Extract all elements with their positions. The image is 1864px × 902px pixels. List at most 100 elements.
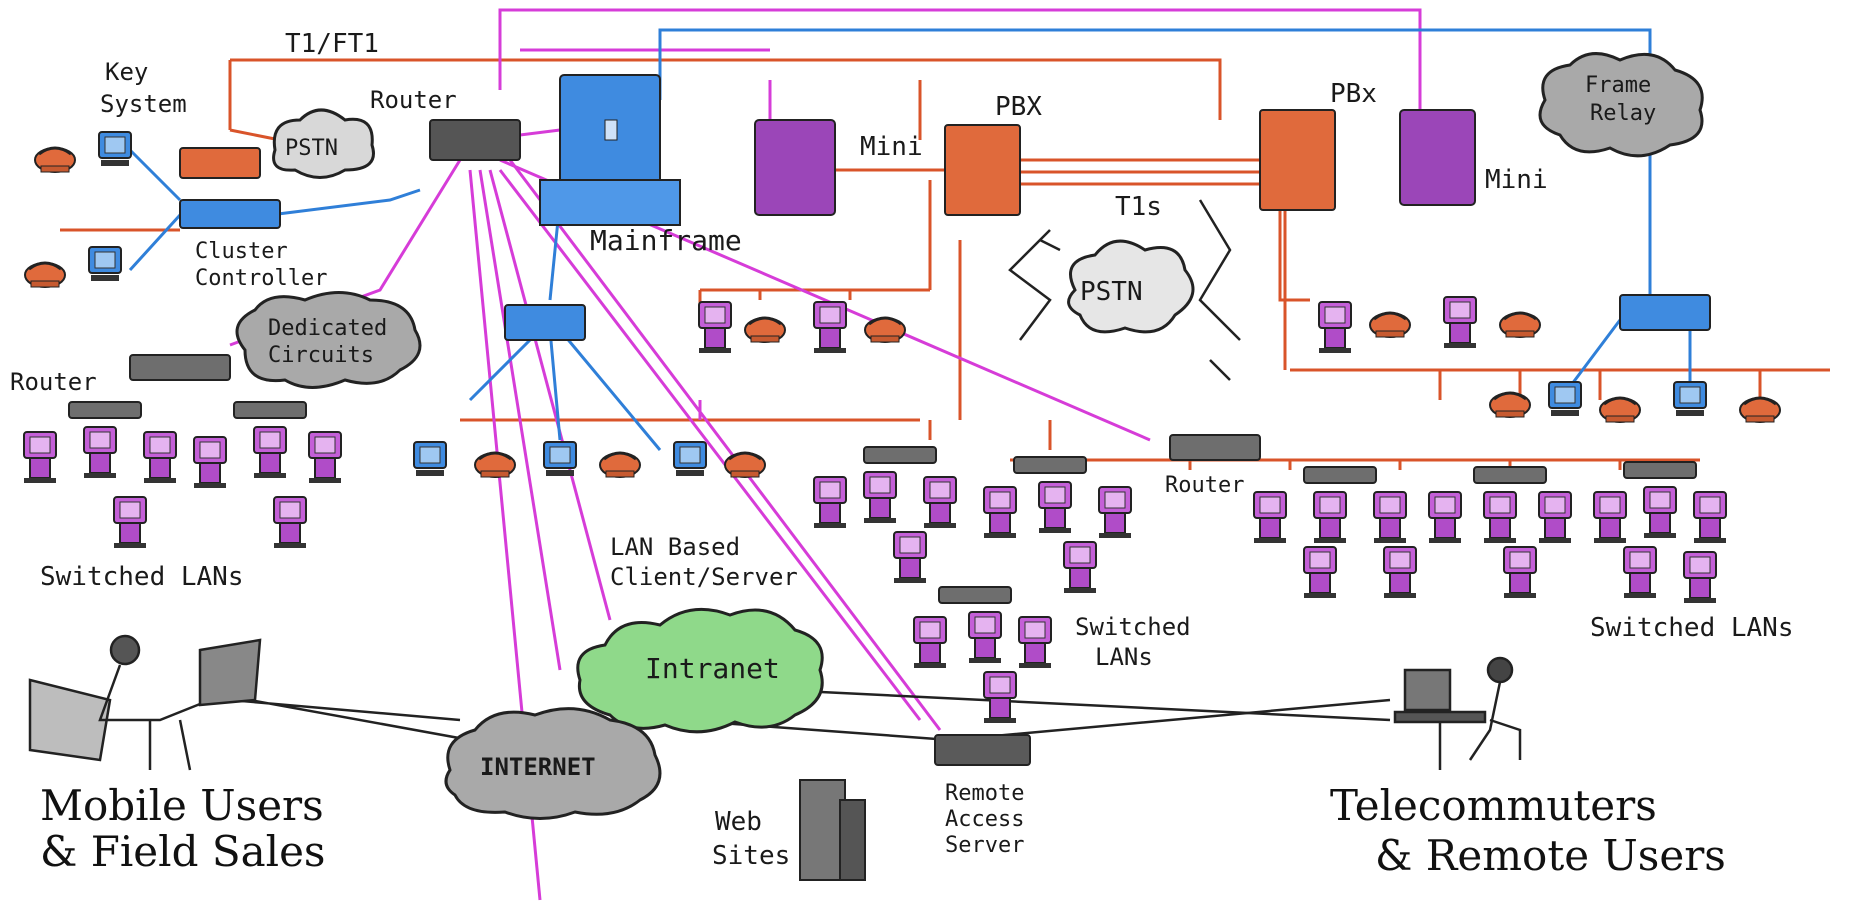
- lan-hub: [1623, 461, 1697, 479]
- mobile-users-label: Mobile Users: [40, 781, 324, 830]
- pstn-center-cloud: [1067, 239, 1195, 334]
- pc: [1063, 541, 1097, 594]
- pc: [1593, 491, 1627, 544]
- t1s-label: T1s: [1115, 192, 1162, 222]
- web-sites-label: Web: [715, 807, 762, 837]
- pc: [1623, 546, 1657, 599]
- pc: [83, 426, 117, 479]
- phone: [723, 451, 767, 479]
- web-sites-building: [799, 779, 866, 881]
- pstn-small-label: PSTN: [285, 136, 338, 161]
- phone: [23, 261, 67, 289]
- cluster-controller-label-2: Controller: [195, 266, 327, 291]
- pc: [23, 431, 57, 484]
- lan-hub: [68, 401, 142, 419]
- pstn-small-cloud: [272, 108, 375, 179]
- pc: [1253, 491, 1287, 544]
- pc: [98, 131, 132, 167]
- switched-lans-right-label: Switched LANs: [1590, 613, 1794, 643]
- lan-hub: [1303, 466, 1377, 484]
- pc: [698, 301, 732, 354]
- mainframe-device: [539, 74, 681, 226]
- phone: [1498, 311, 1542, 339]
- remote-access-server-device: [934, 734, 1031, 766]
- pc: [1683, 551, 1717, 604]
- pc: [1538, 491, 1572, 544]
- pc: [1098, 486, 1132, 539]
- remote-access-server-label-2: Access: [945, 807, 1024, 832]
- frame-relay-label: Frame: [1585, 73, 1651, 98]
- pc: [193, 436, 227, 489]
- web-sites-label-2: Sites: [712, 841, 790, 871]
- pc: [1303, 546, 1337, 599]
- pc: [413, 441, 447, 477]
- blue-hub-right: [1619, 294, 1711, 331]
- pc: [1483, 491, 1517, 544]
- router-left-label: Router: [10, 368, 97, 396]
- lan-client-server-label: LAN Based: [610, 533, 740, 561]
- pc: [273, 496, 307, 549]
- pc: [1693, 491, 1727, 544]
- lan-hub: [1473, 466, 1547, 484]
- pbx-right-device: [1259, 109, 1336, 211]
- phone: [863, 316, 907, 344]
- pc: [893, 531, 927, 584]
- mini-left-device: [754, 119, 836, 216]
- lan-hub: [938, 586, 1012, 604]
- lan-client-server-label-2: Client/Server: [610, 563, 798, 591]
- blue-links: [128, 28, 1692, 451]
- mini-right-device: [1399, 109, 1476, 206]
- phone: [743, 316, 787, 344]
- pc: [543, 441, 577, 477]
- pbx-left-device: [944, 124, 1021, 216]
- remote-access-server-label: Remote: [945, 781, 1024, 806]
- pstn-center-label: PSTN: [1080, 277, 1143, 307]
- dedicated-circuits-cloud: [235, 291, 422, 389]
- pc: [968, 611, 1002, 664]
- telecommuters-label: Telecommuters: [1330, 781, 1657, 830]
- pc: [673, 441, 707, 477]
- router-right-label: Router: [1165, 473, 1244, 498]
- lan-hub: [233, 401, 307, 419]
- pc: [983, 486, 1017, 539]
- pc: [1643, 486, 1677, 539]
- pc: [308, 431, 342, 484]
- key-system-label-2: System: [100, 90, 187, 118]
- intranet-label: Intranet: [645, 652, 780, 685]
- pc: [143, 431, 177, 484]
- mainframe-label: Mainframe: [590, 224, 742, 257]
- phone: [1488, 391, 1532, 419]
- pc: [863, 471, 897, 524]
- lan-hub: [863, 446, 937, 464]
- pc: [1673, 381, 1707, 417]
- pc: [88, 246, 122, 282]
- pbx-left-label: PBX: [995, 92, 1042, 122]
- pc: [983, 671, 1017, 724]
- internet-cloud: [444, 707, 662, 820]
- pbx-right-label: PBx: [1330, 79, 1377, 109]
- switched-lans-left-label: Switched LANs: [40, 562, 244, 592]
- pc: [923, 476, 957, 529]
- pc: [113, 496, 147, 549]
- cluster-controller-label: Cluster: [195, 239, 288, 264]
- intranet-cloud: [576, 607, 824, 734]
- internet-label: INTERNET: [480, 753, 596, 781]
- switched-lans-mid-label-2: LANs: [1095, 643, 1153, 671]
- pc: [1548, 381, 1582, 417]
- pc: [1443, 296, 1477, 349]
- phone: [33, 146, 77, 174]
- pc: [253, 426, 287, 479]
- router-left-device: [129, 354, 231, 381]
- mini-right-label: Mini: [1485, 165, 1548, 195]
- phone: [1598, 396, 1642, 424]
- mobile-users-label-2: & Field Sales: [40, 827, 326, 876]
- phone: [598, 451, 642, 479]
- blue-hub-center: [504, 304, 586, 341]
- frame-relay-label-2: Relay: [1590, 101, 1656, 126]
- dedicated-circuits-label: Dedicated: [268, 316, 387, 341]
- dedicated-circuits-label-2: Circuits: [268, 343, 374, 368]
- mobile-user-figure: [28, 634, 262, 771]
- mini-left-label: Mini: [860, 132, 923, 162]
- t1ft1-label: T1/FT1: [285, 29, 379, 59]
